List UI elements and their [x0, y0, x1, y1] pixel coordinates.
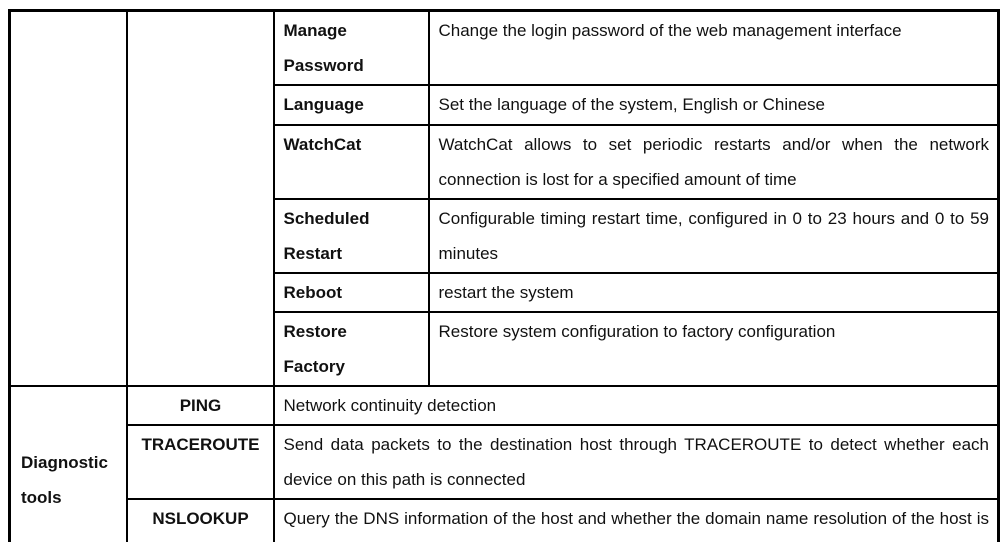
tool-description-cell: Send data packets to the destination hos… [272, 424, 1000, 500]
tool-name-cell-ping: PING [125, 385, 275, 426]
feature-description-cell: WatchCat allows to set periodic restarts… [427, 124, 1000, 200]
table-row: WatchCat WatchCat allows to set periodic… [10, 124, 1000, 200]
feature-description-cell: restart the system [427, 272, 1000, 313]
feature-description-cell: Configurable timing restart time, config… [427, 198, 1000, 274]
empty-subcategory-cell [125, 9, 275, 387]
table-row: Manage Password Change the login passwor… [8, 9, 1000, 387]
feature-description-cell: Restore system configuration to factory … [427, 311, 1000, 387]
tool-name-cell-nslookup: NSLOOKUP [125, 498, 275, 542]
feature-name-cell-manage-password: Manage Password [272, 9, 430, 86]
tool-description-cell: Network continuity detection [272, 385, 1000, 426]
table-row: Diagnostic tools PING Network continuity… [8, 385, 1000, 542]
tool-description-cell: Query the DNS information of the host an… [272, 498, 1000, 542]
table-row: Restore Factory Restore system configura… [10, 311, 1000, 387]
feature-name-cell-reboot: Reboot [272, 272, 430, 313]
category-cell-diagnostic-tools: Diagnostic tools [8, 385, 128, 542]
feature-name-cell-watchcat: WatchCat [272, 124, 430, 200]
feature-description-cell: Set the language of the system, English … [427, 84, 1000, 126]
table-row: Language Set the language of the system,… [10, 84, 1000, 126]
table-row: NSLOOKUP Query the DNS information of th… [10, 498, 1000, 542]
tool-name-cell-traceroute: TRACEROUTE [125, 424, 275, 500]
system-settings-table: Manage Password Change the login passwor… [8, 9, 1000, 542]
table-row: TRACEROUTE Send data packets to the dest… [10, 424, 1000, 500]
feature-name-cell-scheduled-restart: Scheduled Restart [272, 198, 430, 274]
feature-description-cell: Change the login password of the web man… [427, 9, 1000, 86]
feature-name-cell-language: Language [272, 84, 430, 126]
table-row: Scheduled Restart Configurable timing re… [10, 198, 1000, 274]
table-row: Reboot restart the system [10, 272, 1000, 313]
empty-category-cell [8, 9, 128, 387]
feature-name-cell-restore-factory: Restore Factory [272, 311, 430, 387]
